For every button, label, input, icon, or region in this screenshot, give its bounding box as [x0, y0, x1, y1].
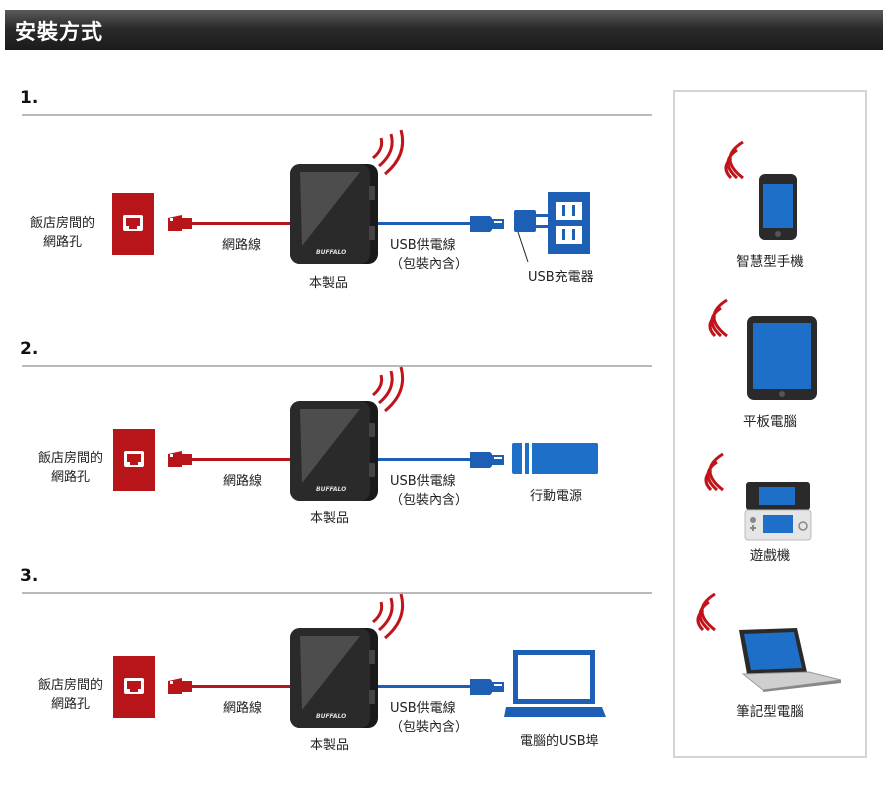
cable-label: 網路線	[223, 474, 263, 489]
brand-logo: BUFFALO	[316, 713, 346, 720]
divider	[22, 592, 652, 594]
header-title: 安裝方式	[15, 20, 103, 44]
power-bank-icon	[512, 443, 598, 474]
usb-cable-icon	[378, 216, 504, 232]
usb-cable-label-line2: （包裝內含）	[390, 493, 469, 508]
wall-port-icon	[112, 193, 154, 255]
wifi-signal-icon	[708, 298, 728, 338]
step-3: 3. 飯店房間的 網路孔 網路線 BUFFALO 本製品 USB供電線	[0, 566, 660, 796]
router-product-icon: BUFFALO	[290, 593, 405, 728]
wifi-signal-icon	[696, 592, 716, 632]
step-number: 3.	[20, 566, 39, 586]
usb-cable-label-line1: USB供電線	[390, 238, 456, 253]
step-number: 1.	[20, 88, 39, 108]
device-label: 筆記型電腦	[736, 704, 804, 720]
usb-cable-label-line2: （包裝內含）	[390, 720, 469, 735]
ethernet-cable-icon	[168, 451, 295, 467]
step-1: 1. 飯店房間的 網路孔 網路線 BUFFALO 本製品	[0, 88, 660, 318]
usb-cable-label-line1: USB供電線	[390, 701, 456, 716]
wifi-signal-icon	[724, 140, 744, 180]
tablet-icon	[747, 316, 817, 400]
usb-cable-icon	[378, 452, 504, 468]
power-source-label: 行動電源	[530, 489, 583, 504]
laptop-icon	[504, 650, 606, 717]
wall-port-label-line2: 網路孔	[51, 470, 91, 485]
cable-label: 網路線	[223, 701, 263, 716]
cable-label: 網路線	[222, 238, 262, 253]
router-product-icon: BUFFALO	[290, 366, 405, 501]
product-label: 本製品	[310, 511, 350, 526]
wifi-signal-icon	[704, 452, 724, 492]
brand-logo: BUFFALO	[316, 249, 346, 256]
wall-port-label-line1: 飯店房間的	[38, 678, 104, 693]
device-label: 遊戲機	[749, 548, 791, 564]
wall-port-icon	[113, 656, 155, 718]
usb-cable-label-line1: USB供電線	[390, 474, 456, 489]
usb-cable-label-line2: （包裝內含）	[390, 257, 469, 272]
wall-port-label-line1: 飯店房間的	[30, 216, 96, 231]
wall-port-label-line1: 飯店房間的	[38, 451, 104, 466]
wall-port-icon	[113, 429, 155, 491]
device-label: 平板電腦	[743, 414, 797, 430]
divider	[22, 365, 652, 367]
step-number: 2.	[20, 339, 39, 359]
usb-cable-icon	[378, 679, 504, 695]
ethernet-cable-icon	[168, 678, 295, 694]
power-source-label: 電腦的USB埠	[520, 734, 599, 749]
game-console-icon	[744, 482, 812, 541]
step-2: 2. 飯店房間的 網路孔 網路線 BUFFALO 本製品 USB供電線	[0, 339, 660, 569]
divider	[22, 114, 652, 116]
wall-port-label-line2: 網路孔	[43, 235, 83, 250]
wall-port-label-line2: 網路孔	[51, 697, 91, 712]
laptop-icon	[739, 628, 842, 692]
ethernet-cable-icon	[168, 215, 295, 231]
product-label: 本製品	[309, 276, 349, 291]
brand-logo: BUFFALO	[316, 486, 346, 493]
section-header: 安裝方式	[5, 10, 883, 50]
power-source-label: USB充電器	[528, 270, 594, 285]
product-label: 本製品	[310, 738, 350, 753]
smartphone-icon	[759, 174, 797, 240]
usb-charger-icon	[514, 192, 590, 263]
device-label: 智慧型手機	[736, 254, 804, 270]
router-product-icon: BUFFALO	[290, 129, 405, 264]
compatible-devices-panel: 智慧型手機 平板電腦 遊戲機	[673, 90, 867, 758]
